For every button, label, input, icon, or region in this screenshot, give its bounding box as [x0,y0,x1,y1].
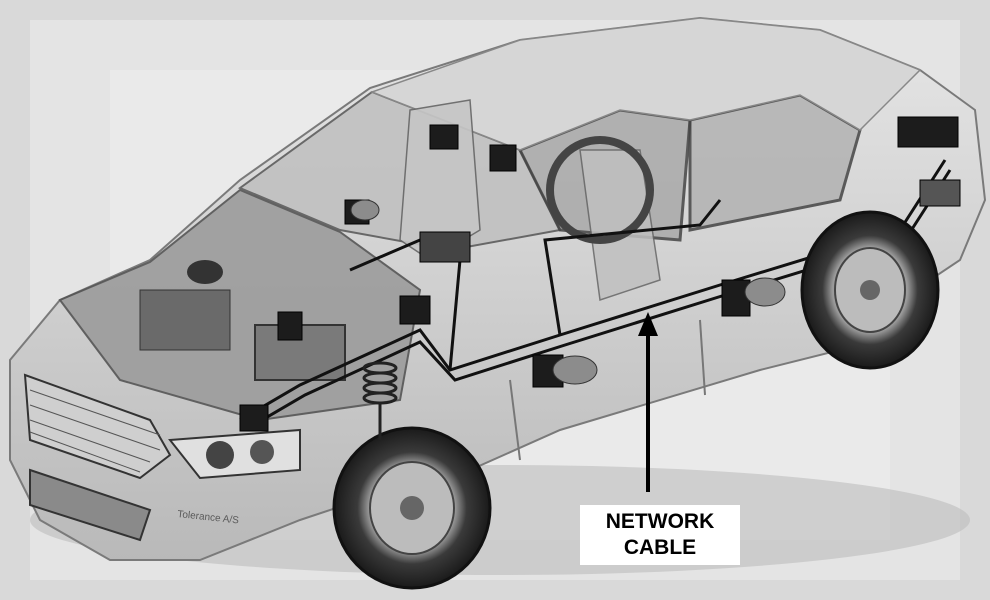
ecu-module [897,116,959,148]
ecu-module [239,404,269,432]
reservoir [187,260,223,284]
ecu-module [399,295,431,325]
front-wheel [332,426,492,590]
ecu-module [721,279,751,317]
ecu-module [489,144,517,172]
headlight-lens-2 [250,440,274,464]
lower-grille [29,468,152,542]
wiring-harness-bundles [350,199,786,385]
ecu-module [419,231,471,263]
door-line-front [509,379,521,461]
suspension-spring [362,361,398,440]
network-cable-label: NETWORK CABLE [580,505,740,565]
callout-line-2: CABLE [623,536,697,559]
engine-block [139,289,231,351]
door-line-rear [699,319,706,396]
steering-wheel [546,136,654,244]
roof [369,17,922,151]
ecu-module [919,179,961,207]
ecu-module [277,311,303,341]
ecu-module [429,124,459,150]
callout-line-1: NETWORK [605,510,715,533]
callout-arrow-head [638,312,658,336]
rear-wheel [800,210,940,370]
headlight-lens [206,441,234,469]
rear-seat [579,149,661,301]
